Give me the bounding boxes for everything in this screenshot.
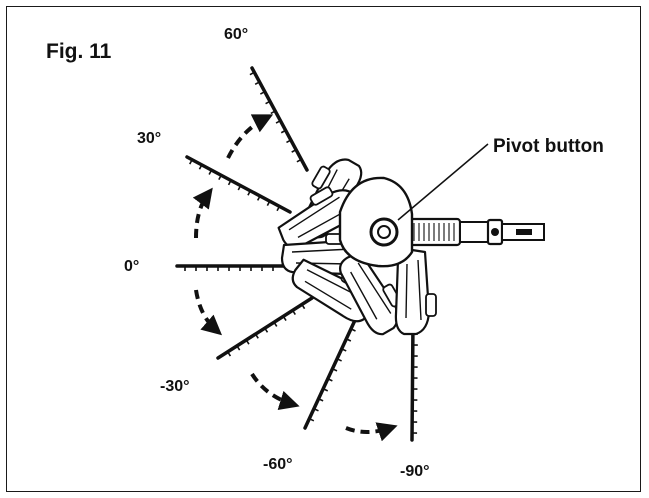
arrow-0-to-minus-30 xyxy=(194,289,223,336)
blade--90 xyxy=(410,320,415,442)
arrow-30-to-60 xyxy=(226,114,274,159)
arrow-minus-60-to-minus-90 xyxy=(345,422,398,442)
angle-label-minus-30: -30° xyxy=(160,378,190,395)
blade-60 xyxy=(250,66,309,172)
arrow-minus-30-to-minus-60 xyxy=(250,372,300,411)
angle-label-minus-90: -90° xyxy=(400,463,430,480)
cutter-heads xyxy=(277,158,437,336)
blade-teeth-60 xyxy=(249,71,302,163)
blade-30 xyxy=(185,155,292,214)
rotation-arrows xyxy=(192,114,398,442)
blade-teeth--90 xyxy=(412,333,418,434)
angle-label-minus-60: -60° xyxy=(263,456,293,473)
cutter-blades xyxy=(175,66,418,442)
blade-teeth--60 xyxy=(308,328,356,422)
figure-title: Fig. 11 xyxy=(46,40,112,63)
pivot-button-inner xyxy=(377,225,391,239)
arrow-0-to-30 xyxy=(192,187,213,239)
pivot-button-label: Pivot button xyxy=(493,136,604,157)
angle-label-0: 0° xyxy=(124,258,140,275)
blade-teeth--30 xyxy=(227,304,306,357)
shaft-segment xyxy=(459,221,489,243)
pivot-leader-line xyxy=(397,143,489,221)
angle-label-60: 60° xyxy=(224,26,249,43)
angle-label-30: 30° xyxy=(137,130,162,147)
blade-teeth-30 xyxy=(189,159,281,212)
pole-shaft xyxy=(406,217,545,247)
blade-teeth-0 xyxy=(184,266,274,271)
pivot-button xyxy=(338,176,414,268)
cutter-head--90 xyxy=(394,248,437,336)
blade--60 xyxy=(303,316,358,430)
